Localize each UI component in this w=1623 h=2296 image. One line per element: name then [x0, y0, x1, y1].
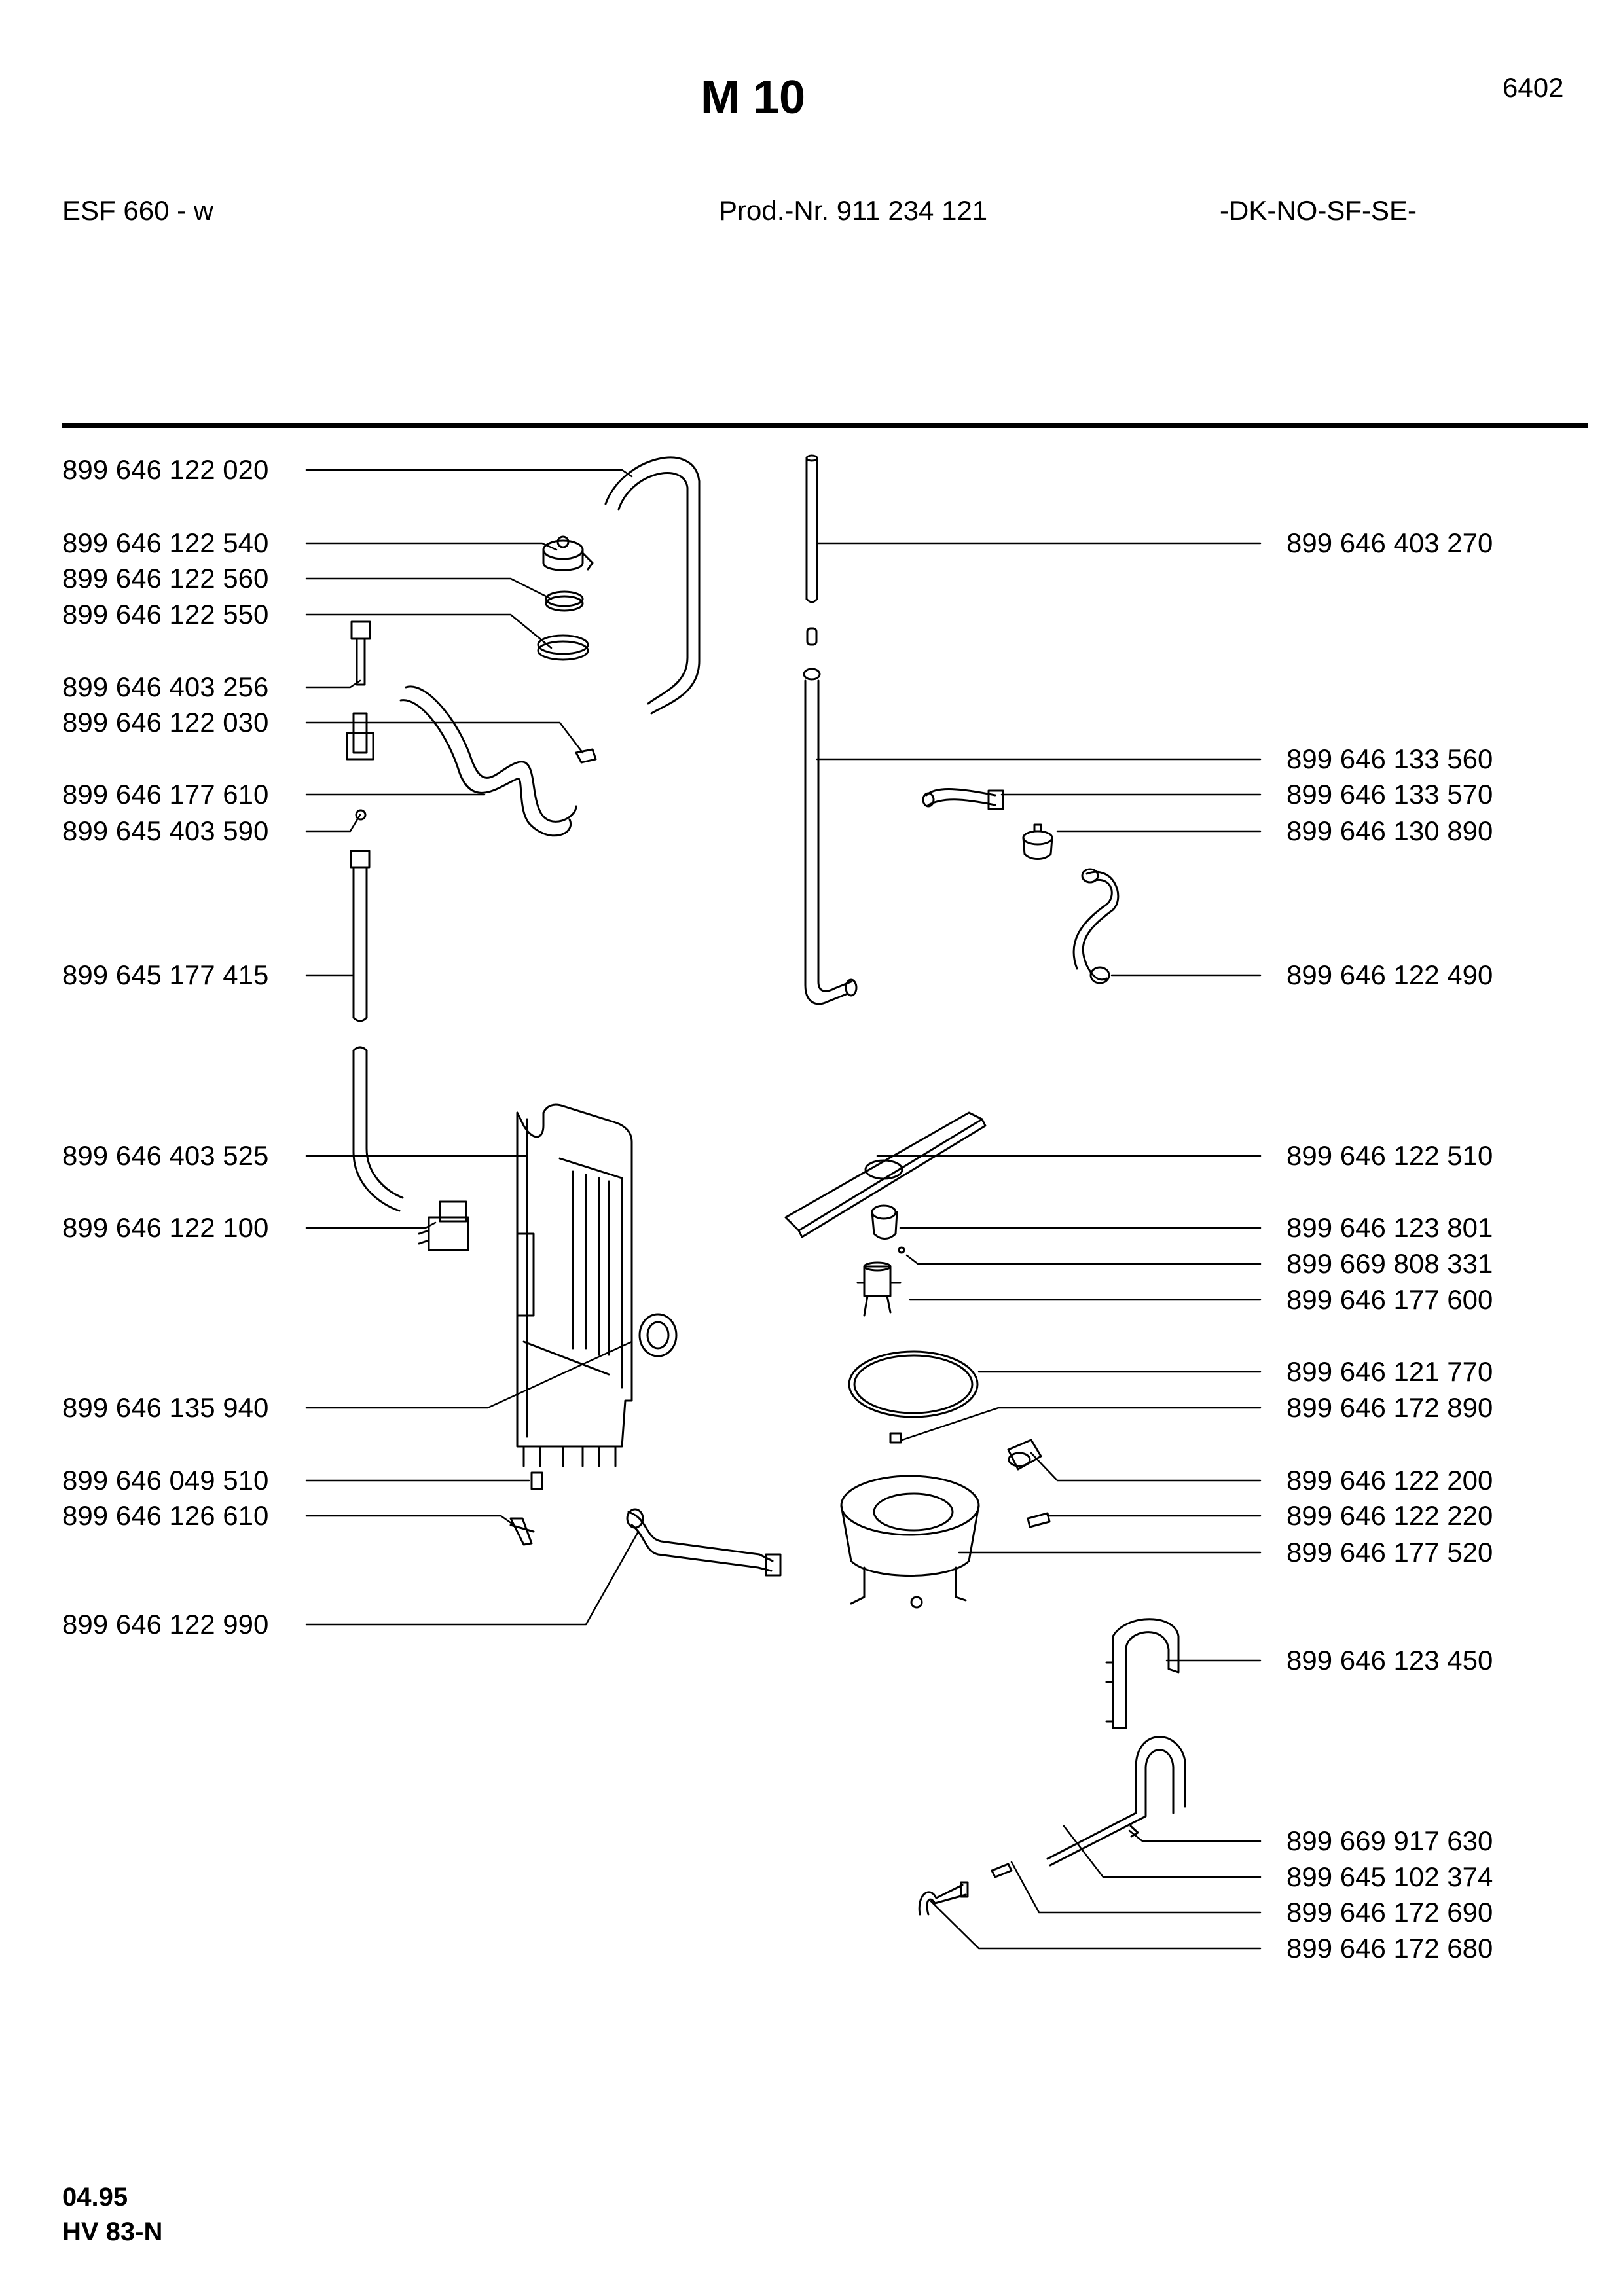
u-holder-part — [1106, 1619, 1178, 1728]
part-number-right: 899 669 808 331 — [1286, 1248, 1493, 1279]
part-number-right: 899 646 130 890 — [1286, 816, 1493, 846]
part-number-left: 899 646 122 550 — [62, 599, 269, 630]
revision-date: 04.95 — [62, 2183, 128, 2212]
part-number-left: 899 646 135 940 — [62, 1392, 269, 1423]
right-leader-lines — [817, 543, 1260, 1948]
part-number-left: 899 646 122 030 — [62, 707, 269, 738]
part-number-right: 899 646 177 600 — [1286, 1284, 1493, 1315]
part-number-right: 899 646 122 200 — [1286, 1465, 1493, 1496]
part-number-right: 899 646 172 890 — [1286, 1392, 1493, 1423]
part-number-right: 899 645 102 374 — [1286, 1861, 1493, 1892]
nozzle-part — [872, 1206, 904, 1253]
part-number-left: 899 646 403 525 — [62, 1140, 269, 1171]
part-number-left: 899 646 177 610 — [62, 779, 269, 810]
clamp-part — [511, 1518, 534, 1545]
o-ring-part — [849, 1352, 977, 1417]
country-codes: -DK-NO-SF-SE- — [1220, 195, 1417, 226]
drain-hose-part — [627, 1509, 780, 1575]
product-number: Prod.-Nr. 911 234 121 — [719, 195, 988, 226]
part-number-right: 899 669 917 630 — [1286, 1825, 1493, 1856]
check-valve-part — [1023, 825, 1052, 859]
bushing-part — [532, 1473, 542, 1489]
ring-part-b — [538, 636, 588, 660]
upper-tube-part — [807, 456, 817, 645]
part-number-left: 899 646 122 100 — [62, 1212, 269, 1243]
small-hose-part — [923, 789, 1003, 809]
fitting-part — [347, 622, 373, 819]
part-number-left: 899 646 122 560 — [62, 563, 269, 594]
hose-valve-part — [354, 1047, 468, 1250]
cap-part — [1008, 1440, 1041, 1469]
part-number-left: 899 645 403 590 — [62, 816, 269, 846]
ring-part-a — [546, 592, 583, 611]
part-number-right: 899 646 122 220 — [1286, 1500, 1493, 1531]
pump-head-part — [858, 1263, 900, 1316]
spray-arm-part — [786, 1113, 985, 1237]
part-number-right: 899 646 122 490 — [1286, 960, 1493, 990]
model-name: ESF 660 - w — [62, 195, 214, 226]
header-divider — [62, 423, 1588, 428]
page-title: M 10 — [701, 71, 806, 124]
screw-part — [890, 1433, 901, 1443]
part-number-right: 899 646 121 770 — [1286, 1356, 1493, 1387]
sump-part — [841, 1476, 979, 1607]
long-hose-part — [351, 851, 369, 1021]
long-tube-part — [804, 669, 856, 1004]
document-code: HV 83-N — [62, 2217, 163, 2246]
part-number-right: 899 646 172 680 — [1286, 1933, 1493, 1964]
left-leader-lines — [306, 470, 638, 1624]
grommet-part — [640, 1314, 676, 1356]
part-number-right: 899 646 177 520 — [1286, 1537, 1493, 1568]
part-number-left: 899 646 403 256 — [62, 672, 269, 702]
clip-part — [576, 749, 596, 762]
part-number-left: 899 646 122 990 — [62, 1609, 269, 1640]
hose-bend-part — [606, 457, 699, 713]
side-panel-part — [517, 1105, 632, 1466]
part-number-right: 899 646 123 801 — [1286, 1212, 1493, 1243]
clip-small-part — [1131, 1826, 1138, 1837]
pin-part — [992, 1864, 1012, 1877]
part-number-right: 899 646 403 270 — [1286, 528, 1493, 558]
part-number-left: 899 646 126 610 — [62, 1500, 269, 1531]
j-tube-part — [1048, 1737, 1185, 1865]
valve-part — [543, 537, 593, 570]
part-number-right: 899 646 172 690 — [1286, 1897, 1493, 1928]
part-number-right: 899 646 122 510 — [1286, 1140, 1493, 1171]
small-screw-part — [1028, 1513, 1049, 1527]
part-number-left: 899 646 049 510 — [62, 1465, 269, 1496]
part-number-left: 899 646 122 540 — [62, 528, 269, 558]
part-number-right: 899 646 133 560 — [1286, 744, 1493, 774]
part-number-right: 899 646 133 570 — [1286, 779, 1493, 810]
hook-part — [919, 1882, 968, 1914]
s-hose-part — [1074, 869, 1118, 983]
sheet-number: 6402 — [1503, 72, 1564, 103]
part-number-left: 899 646 122 020 — [62, 454, 269, 485]
curved-hose-part — [401, 687, 576, 836]
part-number-right: 899 646 123 450 — [1286, 1645, 1493, 1676]
part-number-left: 899 645 177 415 — [62, 960, 269, 990]
